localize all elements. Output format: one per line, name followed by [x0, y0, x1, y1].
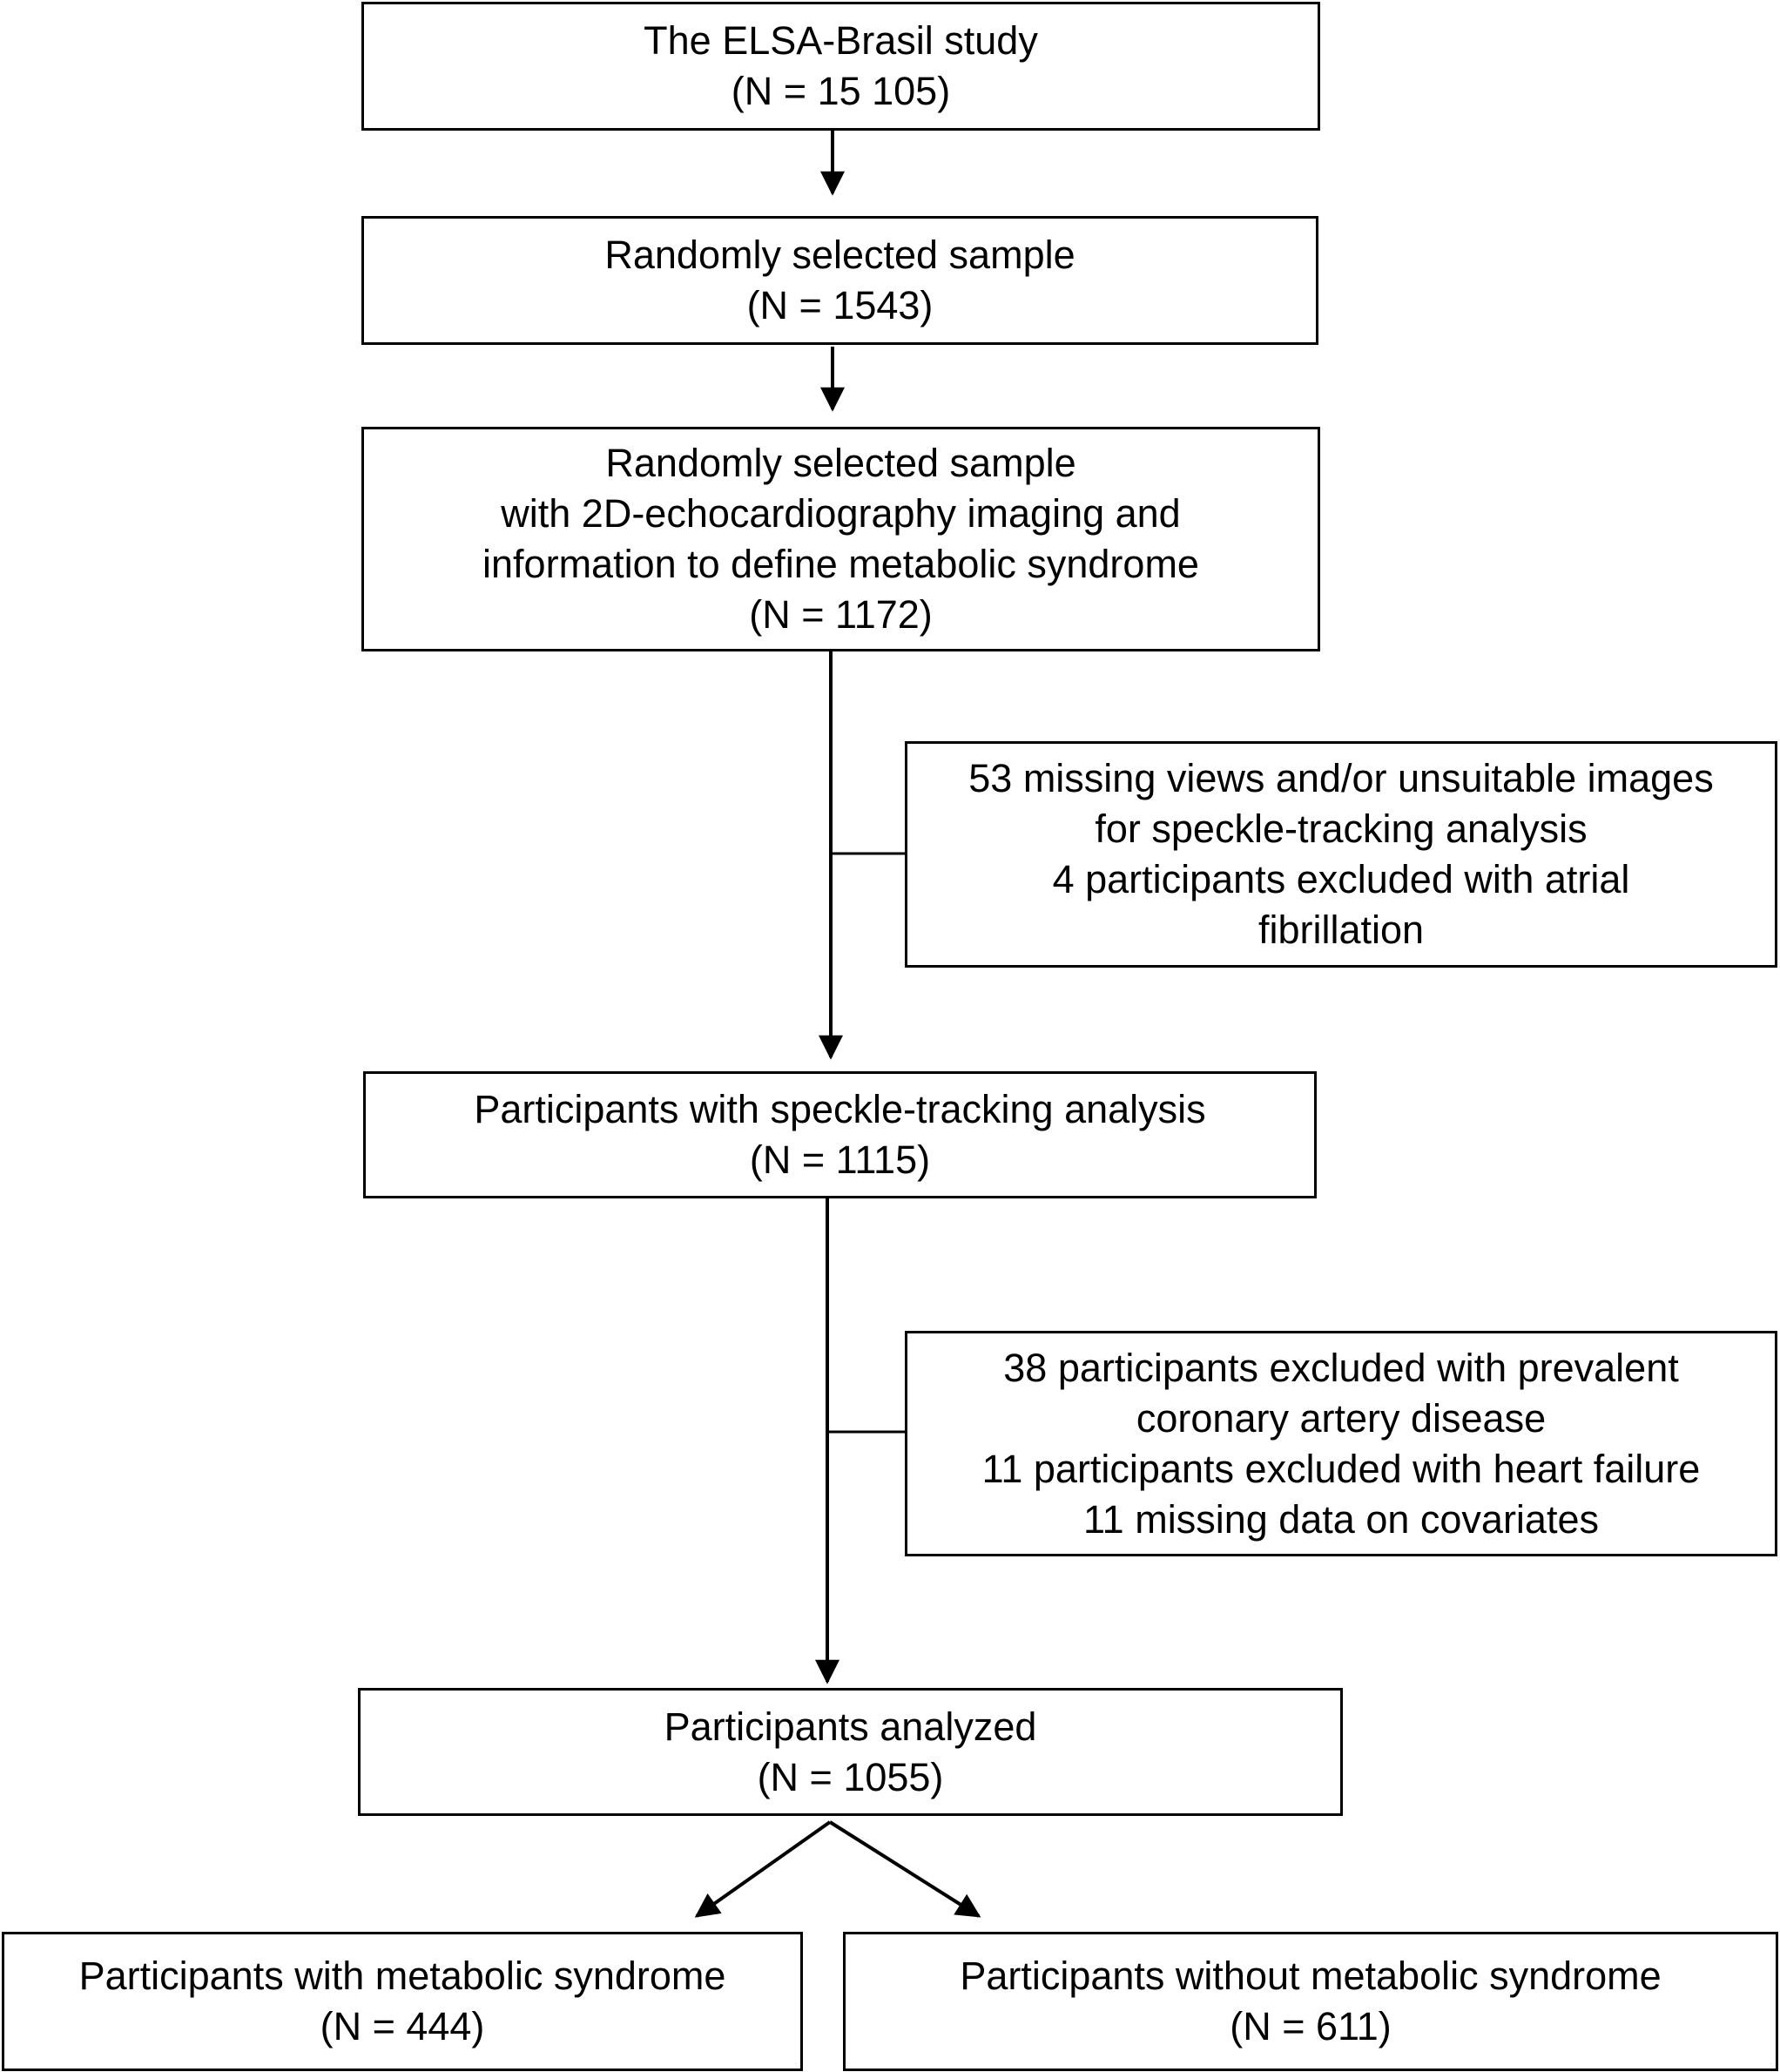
box-echo-sample: Randomly selected sample with 2D-echocar…: [361, 427, 1320, 651]
arrow-analyzed-to-with-mets: [694, 1820, 832, 1918]
box-echo-line-2: with 2D-echocardiography imaging and: [501, 491, 1181, 536]
box-exclusion-2-line-2: coronary artery disease: [1136, 1395, 1547, 1441]
box-with-mets-line-1: Participants with metabolic syndrome: [78, 1954, 726, 1998]
box-exclusion-1-line-4: fibrillation: [1257, 908, 1425, 952]
box-participants-analyzed: Participants analyzed (N = 1055): [358, 1688, 1343, 1816]
box-random-line-1: Randomly selected sample: [604, 233, 1075, 277]
box-echo-line-1: Randomly selected sample: [605, 441, 1076, 485]
box-echo-line-3: information to define metabolic syndrome: [482, 542, 1199, 586]
box-exclusion-1-line-2: for speckle-tracking analysis: [1095, 807, 1588, 851]
box-with-mets-line-2: (N = 444): [320, 2004, 485, 2048]
box-speckle-line-2: (N = 1115): [749, 1137, 931, 1182]
box-exclusion-2-line-4: 11 missing data on covariates: [1083, 1496, 1599, 1542]
box-without-mets-line-2: (N = 611): [1230, 2004, 1392, 2048]
box-exclusion-2: 38 participants excluded with prevalent …: [905, 1331, 1777, 1556]
box-exclusion-2-line-3: 11 participants excluded with heart fail…: [981, 1446, 1701, 1491]
box-analyzed-line-2: (N = 1055): [757, 1754, 944, 1799]
box-speckle-tracking: Participants with speckle-tracking analy…: [363, 1071, 1317, 1198]
arrow-analyzed-to-without-mets: [828, 1820, 981, 1918]
box-elsa-study: The ELSA-Brasil study (N = 15 105): [361, 2, 1320, 131]
box-elsa-line-1: The ELSA-Brasil study: [644, 18, 1038, 63]
box-echo-line-4: (N = 1172): [749, 592, 933, 637]
box-exclusion-1-line-3: 4 participants excluded with atrial: [1052, 857, 1630, 901]
box-random-sample: Randomly selected sample (N = 1543): [361, 216, 1318, 345]
box-exclusion-2-line-1: 38 participants excluded with prevalent: [1003, 1345, 1679, 1390]
box-without-mets-line-1: Participants without metabolic syndrome: [960, 1954, 1662, 1998]
box-exclusion-1: 53 missing views and/or unsuitable image…: [905, 741, 1777, 968]
box-exclusion-1-line-1: 53 missing views and/or unsuitable image…: [968, 756, 1714, 800]
box-analyzed-line-1: Participants analyzed: [664, 1704, 1037, 1749]
box-without-metabolic-syndrome: Participants without metabolic syndrome …: [843, 1932, 1778, 2071]
box-speckle-line-1: Participants with speckle-tracking analy…: [474, 1087, 1206, 1131]
box-random-line-2: (N = 1543): [746, 283, 934, 327]
box-with-metabolic-syndrome: Participants with metabolic syndrome (N …: [2, 1932, 803, 2071]
box-elsa-line-2: (N = 15 105): [731, 69, 951, 113]
